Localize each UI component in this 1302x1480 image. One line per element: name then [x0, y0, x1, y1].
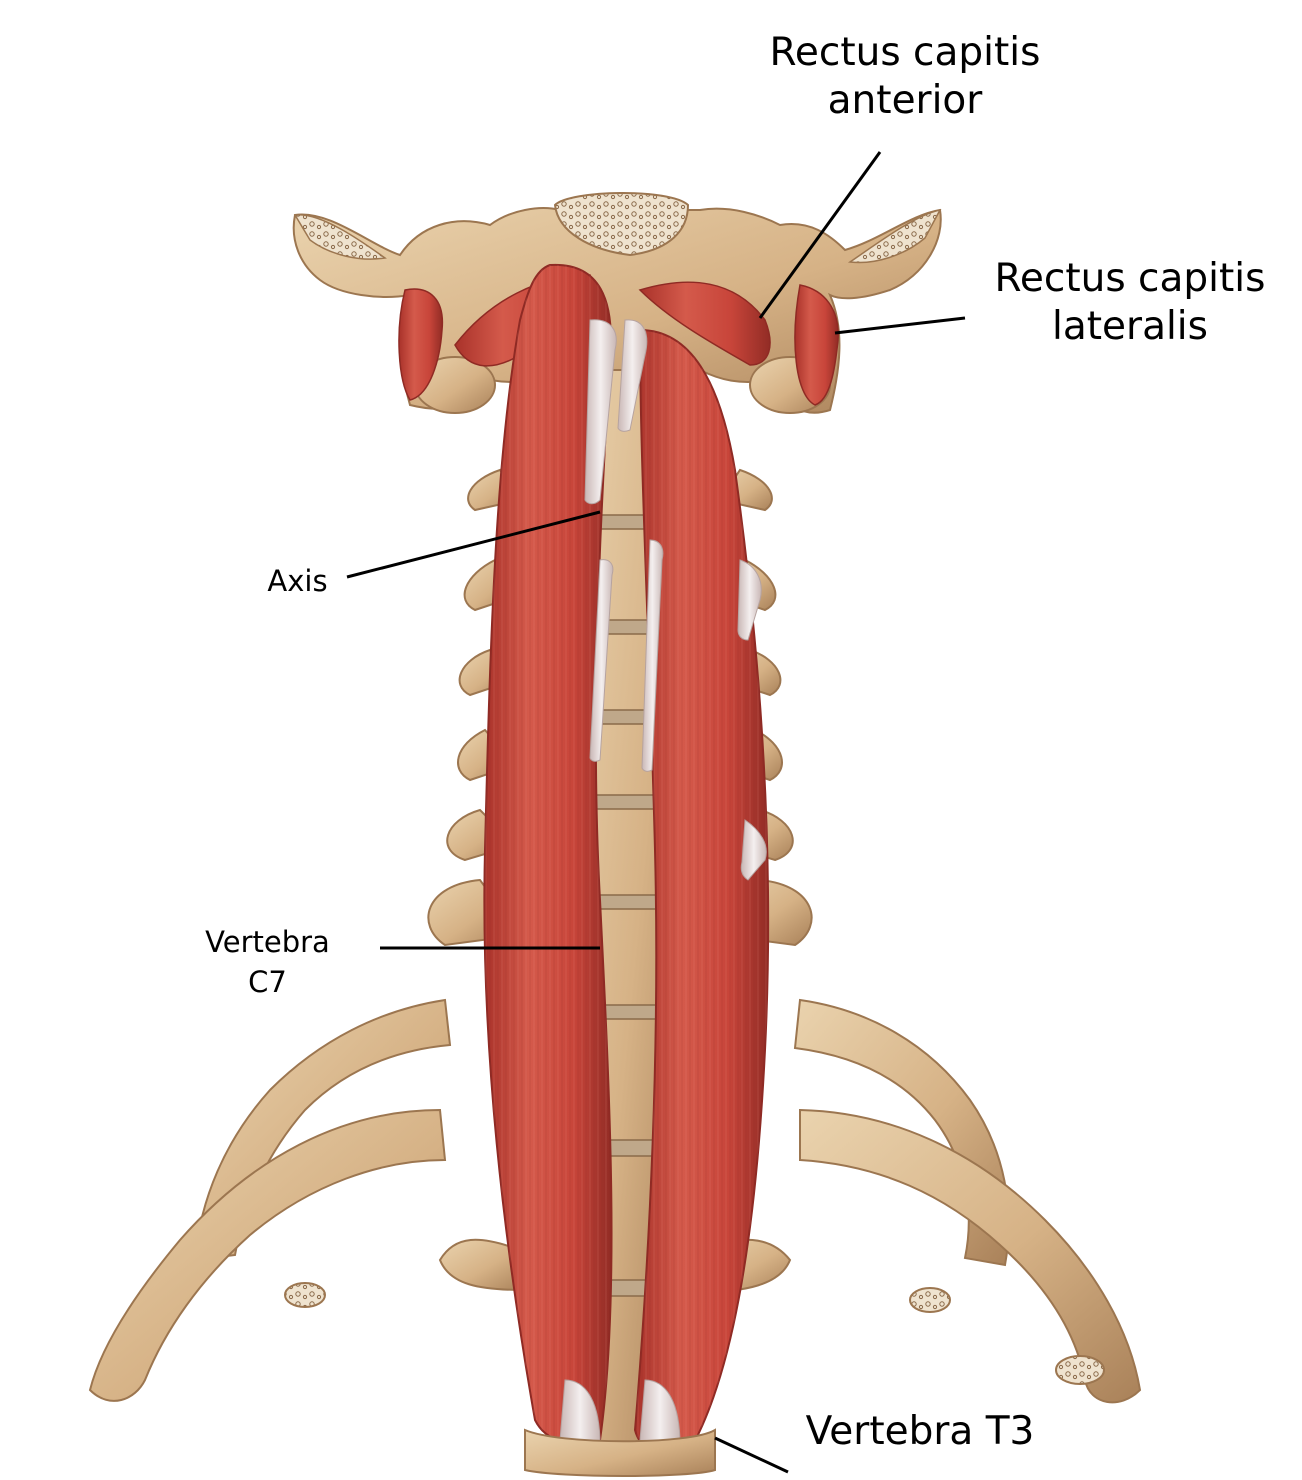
label-rectus-capitis-anterior: Rectus capitis anterior — [740, 29, 1070, 125]
label-rectus-capitis-anterior-line-2: anterior — [827, 78, 983, 123]
label-rectus-capitis-anterior-line-1: Rectus capitis — [769, 30, 1041, 75]
second-rib-right — [799, 1108, 1142, 1404]
vertebra-t3-body — [524, 1428, 716, 1477]
rectus-capitis-anterior-right — [638, 281, 771, 366]
rib-cross-section-right — [909, 1287, 951, 1313]
first-rib-right — [793, 998, 1010, 1267]
rib-cross-section-far-right — [1055, 1355, 1105, 1385]
label-vertebra-c7-line-2: C7 — [248, 965, 287, 999]
basilar-cross-section — [553, 192, 690, 257]
leader-line-vertebra-t3 — [714, 1436, 789, 1474]
rectus-capitis-lateralis-left — [398, 288, 444, 401]
label-vertebra-c7: Vertebra C7 — [180, 922, 355, 1002]
label-axis-line-1: Axis — [267, 564, 328, 598]
rectus-capitis-lateralis-right — [794, 284, 839, 406]
occipital-cut-right — [847, 208, 942, 264]
longus-muscle-right-fibers — [635, 330, 769, 1454]
leader-line-axis — [346, 510, 601, 579]
label-rectus-capitis-lateralis: Rectus capitis lateralis — [970, 255, 1290, 351]
leader-lines — [346, 151, 966, 1474]
label-vertebra-t3: Vertebra T3 — [785, 1408, 1055, 1456]
label-vertebra-t3-line-1: Vertebra T3 — [805, 1409, 1035, 1454]
rib-cross-section-left — [284, 1282, 326, 1308]
label-rectus-capitis-lateralis-line-1: Rectus capitis — [994, 256, 1266, 301]
third-rib-stub-left — [438, 1238, 527, 1292]
leader-line-rectus-capitis-lateralis — [834, 316, 966, 335]
label-rectus-capitis-lateralis-line-2: lateralis — [1052, 304, 1208, 349]
label-axis: Axis — [245, 561, 350, 601]
occipital-cut-left — [293, 214, 387, 260]
leader-line-rectus-capitis-anterior — [758, 151, 882, 319]
muscles — [398, 263, 839, 1455]
second-rib-left — [88, 1108, 447, 1402]
longus-muscle-left-fibers — [484, 264, 612, 1444]
skull-base — [292, 192, 942, 414]
label-vertebra-c7-line-1: Vertebra — [205, 925, 330, 959]
